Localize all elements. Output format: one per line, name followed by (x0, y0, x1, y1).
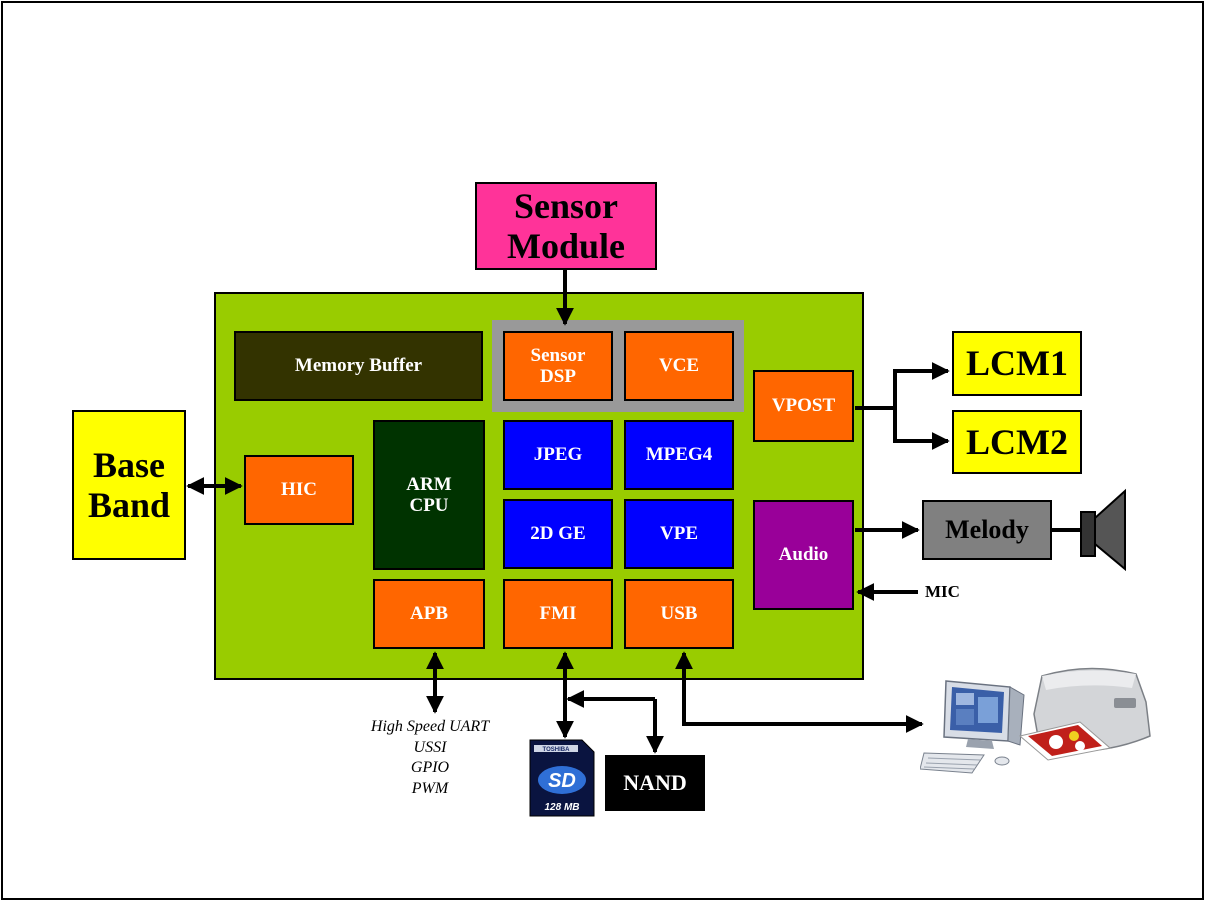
vpost-to-lcm1-arrow (893, 362, 950, 408)
sd-card-logo: SD (548, 770, 576, 792)
audio-label: Audio (778, 544, 829, 566)
melody-block: Melody (922, 500, 1052, 560)
usb-label: USB (660, 603, 698, 625)
audio-block: Audio (753, 500, 854, 610)
melody-label: Melody (945, 515, 1029, 545)
fmi-block: FMI (503, 579, 613, 649)
base-band-label-1: Base (93, 444, 165, 485)
lcm2-block: LCM2 (952, 410, 1082, 474)
sd-card-capacity: 128 MB (544, 802, 579, 813)
apb-interface-ussi: USSI (413, 738, 447, 756)
sensor-module-label-1: Sensor (513, 185, 618, 226)
base-band-label-2: Band (87, 485, 171, 525)
memory-buffer-block: Memory Buffer (234, 331, 483, 401)
hic-block: HIC (244, 455, 354, 525)
apb-interface-list: High Speed UART USSI GPIO PWM (340, 717, 520, 799)
vpost-block: VPOST (753, 370, 854, 442)
vpe-block: VPE (624, 499, 734, 569)
arm-cpu-label-2: CPU (409, 495, 449, 516)
vpe-label: VPE (660, 523, 698, 545)
arm-cpu-block: ARM CPU (373, 420, 485, 570)
jpeg-block: JPEG (503, 420, 613, 490)
vce-label: VCE (658, 355, 700, 377)
apb-interface-pwm: PWM (411, 779, 449, 797)
sensor-dsp-label-1: Sensor (530, 344, 586, 366)
base-band-block: Base Band (72, 410, 186, 560)
mpeg4-block: MPEG4 (624, 420, 734, 490)
vpost-label: VPOST (771, 395, 836, 417)
apb-label: APB (410, 603, 448, 625)
nand-block: NAND (605, 755, 705, 811)
apb-block: APB (373, 579, 485, 649)
sd-card-icon: TOSHIBA SD 128 MB (529, 739, 595, 817)
vpost-to-lcm2-arrow (893, 408, 950, 450)
ge2d-block: 2D GE (503, 499, 613, 569)
sensor-module-block: Sensor Module (475, 182, 657, 270)
apb-interface-uart: High Speed UART (370, 718, 490, 735)
hic-label: HIC (281, 479, 317, 501)
arm-cpu-label-1: ARM (406, 473, 452, 495)
nand-label: NAND (623, 769, 687, 795)
usb-block: USB (624, 579, 734, 649)
sensor-dsp-label-2: DSP (540, 366, 576, 387)
sensor-module-label-2: Module (506, 226, 625, 266)
mic-label: MIC (925, 582, 960, 601)
computer-icon (920, 680, 1025, 774)
jpeg-label: JPEG (533, 444, 583, 466)
usb-to-pc-arrow (675, 651, 924, 733)
fmi-label: FMI (539, 603, 577, 625)
memory-buffer-label: Memory Buffer (294, 355, 423, 377)
mpeg4-label: MPEG4 (645, 444, 713, 466)
lcm2-label: LCM2 (966, 421, 1068, 462)
printer-icon (1018, 667, 1151, 761)
lcm1-label: LCM1 (966, 343, 1068, 384)
lcm1-block: LCM1 (952, 331, 1082, 396)
apb-interface-gpio: GPIO (410, 759, 450, 776)
sensor-dsp-block: Sensor DSP (503, 331, 613, 401)
ge2d-label: 2D GE (530, 523, 586, 545)
speaker-icon (1080, 488, 1126, 572)
sd-card-brand: TOSHIBA (543, 747, 571, 753)
vce-block: VCE (624, 331, 734, 401)
